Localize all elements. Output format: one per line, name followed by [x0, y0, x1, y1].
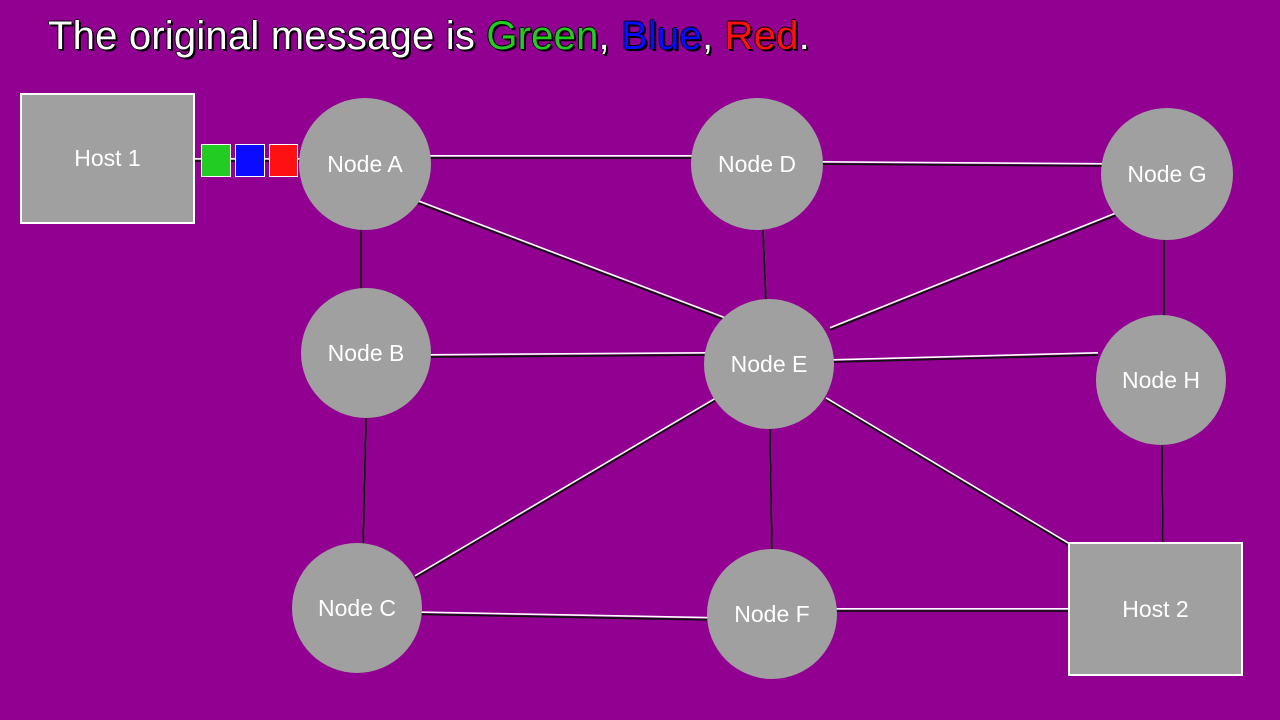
node-label: Node D [718, 150, 796, 177]
edge-highlight [427, 352, 707, 356]
edge-highlight [825, 397, 1089, 556]
title-prefix: The original message is [48, 14, 487, 58]
edge-line [819, 163, 1111, 167]
edge-line [362, 417, 367, 549]
edge-line [762, 226, 767, 301]
edge-highlight [414, 393, 724, 577]
edge-highlight [829, 209, 1125, 329]
edge-line [427, 354, 707, 358]
edge-line [414, 395, 724, 579]
node-circle-d[interactable]: Node D [691, 98, 823, 230]
host-box-host2[interactable]: Host 2 [1068, 542, 1243, 676]
edge-D-G [819, 161, 1111, 167]
edge-line [829, 211, 1125, 331]
edge-H-host2 [1161, 440, 1164, 553]
edge-line [825, 399, 1089, 558]
edge-E-G [829, 209, 1125, 331]
node-circle-a[interactable]: Node A [299, 98, 431, 230]
edge-line [409, 199, 726, 321]
packet-green[interactable] [201, 144, 231, 177]
node-circle-e[interactable]: Node E [704, 299, 834, 429]
title-word-red: Red [724, 14, 799, 58]
edge-highlight [409, 197, 726, 319]
title-sep-1: , [598, 14, 622, 58]
node-circle-f[interactable]: Node F [707, 549, 837, 679]
edge-A-D [426, 155, 700, 159]
edge-line [832, 354, 1099, 363]
title-word-blue: Blue [621, 14, 703, 58]
node-label: Node G [1127, 160, 1207, 187]
title-word-green: Green [486, 14, 599, 58]
edge-line [769, 427, 773, 554]
host-box-host1[interactable]: Host 1 [20, 93, 195, 224]
host-label: Host 2 [1122, 595, 1189, 622]
node-label: Node A [327, 150, 403, 177]
edge-E-H [832, 352, 1099, 363]
edge-C-E [414, 393, 724, 579]
edge-B-C [362, 415, 367, 549]
node-label: Node H [1122, 366, 1200, 393]
title-period: . [798, 14, 810, 58]
edge-B-E [427, 352, 707, 358]
edge-A-E [409, 197, 726, 321]
host-label: Host 1 [74, 145, 141, 171]
edge-highlight [403, 611, 719, 619]
edge-highlight [832, 352, 1099, 361]
node-label: Node B [327, 339, 405, 366]
node-label: Node F [734, 600, 810, 627]
packet-red[interactable] [269, 144, 298, 177]
edge-highlight [819, 161, 1111, 165]
node-circle-h[interactable]: Node H [1096, 315, 1226, 445]
node-label: Node C [318, 594, 396, 621]
node-circle-c[interactable]: Node C [292, 543, 422, 673]
node-label: Node E [730, 350, 808, 377]
edge-D-E [762, 224, 767, 301]
edge-E-F [769, 425, 773, 554]
edge-C-F [403, 611, 719, 621]
edge-line [403, 613, 719, 621]
node-circle-b[interactable]: Node B [301, 288, 431, 418]
page-title: The original message is Green, Blue, Red… [48, 14, 810, 58]
edge-E-host2 [825, 397, 1089, 558]
title-sep-2: , [702, 14, 725, 58]
packet-blue[interactable] [235, 144, 265, 177]
edge-line [1161, 442, 1164, 553]
node-circle-g[interactable]: Node G [1101, 108, 1233, 240]
